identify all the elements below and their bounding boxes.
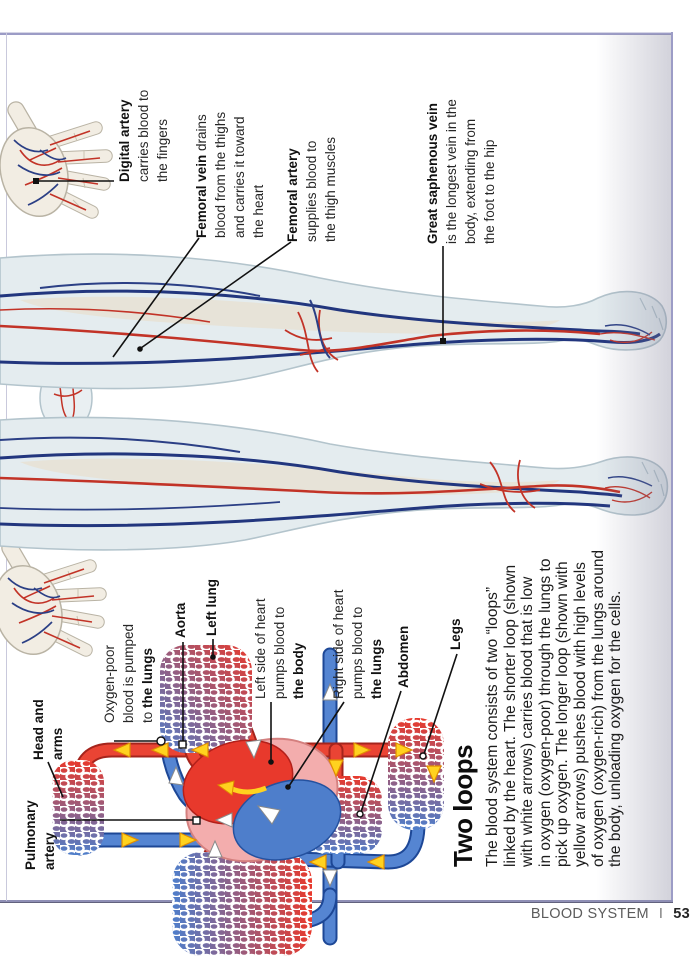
page-border-right — [671, 32, 673, 903]
label-left-lung-term: Left lung — [204, 579, 219, 636]
label-femoral-vein: Femoral vein drains blood from the thigh… — [193, 78, 269, 238]
footer-page-number: 53 — [673, 906, 690, 922]
section-body: The blood system consists of two “loops”… — [484, 549, 625, 867]
label-right-side-of-heart: Right side of heart pumps blood to the l… — [330, 571, 387, 699]
label-femoral-artery-term: Femoral artery — [285, 148, 300, 242]
label-digital-artery: Digital artery carries blood to the fing… — [116, 62, 173, 182]
footer-separator: I — [658, 906, 664, 922]
label-oxygen-poor-blood: Oxygen-poor blood is pumped to the lungs — [101, 598, 158, 723]
footer-section-title: BLOOD SYSTEM — [530, 906, 649, 922]
label-abdomen: Abdomen — [395, 626, 414, 688]
label-head-and-arms-term: Head and arms — [31, 699, 65, 760]
label-femoral-vein-term: Femoral vein — [194, 154, 209, 238]
legs-illustration — [0, 253, 669, 551]
page-footer: BLOOD SYSTEM I 53 — [430, 906, 690, 922]
label-right-side-desc: Right side of heart pumps blood to — [331, 589, 365, 699]
label-great-saphenous-desc: is the longest vein in the body, extendi… — [443, 99, 497, 244]
label-left-side-term: the body — [290, 642, 306, 699]
page-border-top — [0, 32, 673, 35]
yellow-flow-arrows — [112, 742, 442, 870]
label-pulmonary-artery-term: Pulmonary artery — [23, 800, 57, 870]
label-head-and-arms: Head and arms — [30, 680, 68, 760]
label-abdomen-term: Abdomen — [396, 625, 411, 688]
label-left-lung: Left lung — [203, 579, 222, 636]
label-femoral-artery-desc: supplies blood to the thigh muscles — [303, 136, 338, 242]
label-great-saphenous-term: Great saphenous vein — [425, 102, 440, 244]
label-oxygen-poor-term: the lungs — [139, 647, 155, 708]
label-femoral-artery: Femoral artery supplies blood to the thi… — [284, 112, 341, 242]
label-pulmonary-artery: Pulmonary artery — [22, 780, 60, 870]
label-digital-artery-desc: carries blood to the fingers — [135, 89, 170, 182]
white-flow-arrows — [168, 682, 338, 888]
label-great-saphenous-vein: Great saphenous vein is the longest vein… — [424, 69, 500, 244]
label-aorta-term: Aorta — [173, 602, 188, 638]
label-left-side-of-heart: Left side of heart pumps blood to the bo… — [252, 574, 309, 699]
label-digital-artery-term: Digital artery — [117, 99, 132, 182]
label-left-side-desc: Left side of heart pumps blood to — [253, 598, 287, 699]
section-title: Two loops — [448, 744, 478, 867]
label-aorta: Aorta — [172, 603, 191, 638]
label-right-side-term: the lungs — [368, 639, 384, 699]
two-loops-section: Two loops The blood system consists of t… — [448, 522, 625, 867]
